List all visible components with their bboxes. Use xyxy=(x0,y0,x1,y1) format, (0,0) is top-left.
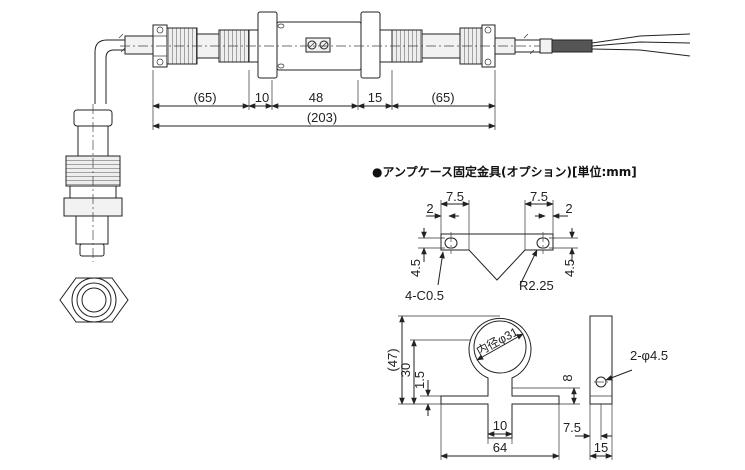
top-left-2: 2 xyxy=(426,201,433,216)
bracket-top-view: 7.5 7.5 2 2 4.5 4.5 4-C0.5 xyxy=(405,189,578,303)
height-47: (47) xyxy=(385,348,400,371)
left-connector-nut xyxy=(152,24,250,68)
width-10: 10 xyxy=(493,418,507,433)
top-right-2: 2 xyxy=(565,201,572,216)
right-cable xyxy=(515,33,691,57)
bracket-side-view: 2-φ4.5 7.5 15 xyxy=(563,315,668,460)
height-30: 30 xyxy=(398,363,413,377)
dim-8: 8 xyxy=(560,374,575,381)
top-left-4-5: 4.5 xyxy=(408,259,423,277)
left-cable xyxy=(94,33,156,104)
dim-15: 15 xyxy=(368,90,382,105)
holes-label: 2-φ4.5 xyxy=(630,348,668,363)
chamfer-label: 4-C0.5 xyxy=(405,288,444,303)
amplifier-assembly xyxy=(59,11,691,323)
dim-left-65: (65) xyxy=(193,90,216,105)
top-right-7-5: 7.5 xyxy=(530,189,548,204)
top-left-7-5: 7.5 xyxy=(446,189,464,204)
dim-10: 10 xyxy=(255,90,269,105)
side-dim-15: 15 xyxy=(594,440,608,455)
dim-right-65: (65) xyxy=(431,90,454,105)
bracket-title: ●アンプケース固定金具(オプション)[単位:mm] xyxy=(372,164,637,179)
amp-case xyxy=(248,11,393,79)
top-right-4-5: 4.5 xyxy=(562,259,577,277)
bracket-front-view: 内径φ31 (47) 30 1.5 8 10 xyxy=(385,315,580,460)
lower-connector xyxy=(63,104,123,262)
side-dim-7-5: 7.5 xyxy=(563,420,581,435)
height-1-5: 1.5 xyxy=(412,371,427,389)
upper-dimensions: (65) 10 48 15 (65) (203) xyxy=(152,70,496,130)
width-64: 64 xyxy=(493,440,507,455)
bracket-section: ●アンプケース固定金具(オプション)[単位:mm] 7.5 7.5 2 xyxy=(372,164,668,460)
hex-nut-end-view xyxy=(59,277,129,323)
dim-overall-203: (203) xyxy=(307,110,337,125)
dim-48: 48 xyxy=(309,90,323,105)
radius-label: R2.25 xyxy=(519,278,554,293)
